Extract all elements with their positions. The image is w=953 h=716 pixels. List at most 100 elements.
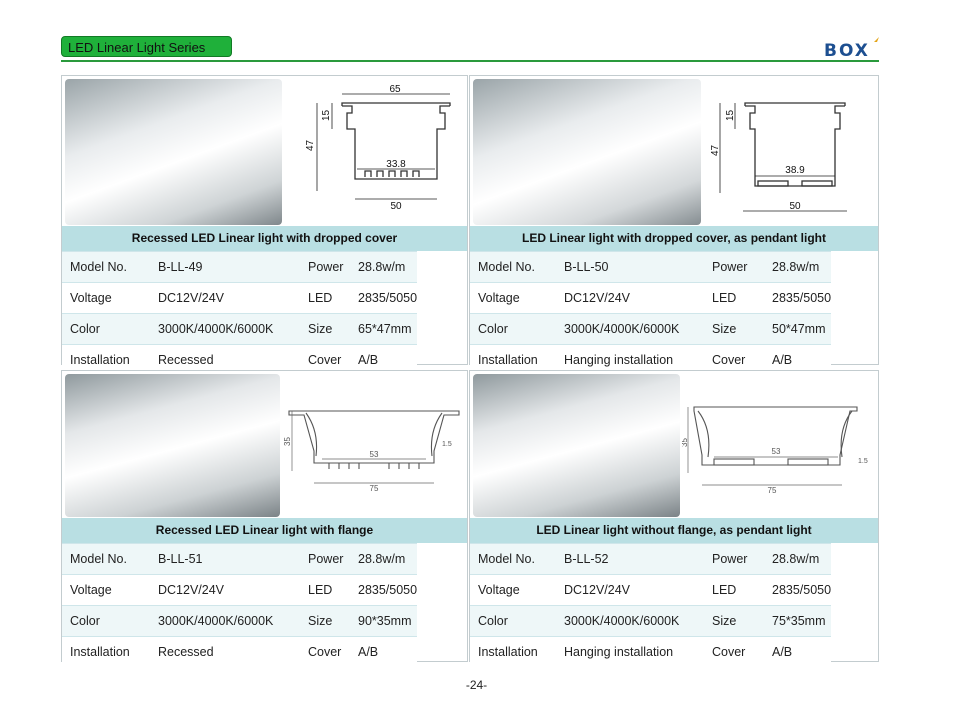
spec-label: Size: [300, 313, 350, 345]
spec-value: 3000K/4000K/6000K: [556, 313, 704, 345]
spec-label: Cover: [704, 344, 764, 375]
spec-value: 2835/5050: [764, 282, 832, 314]
spec-value: 65*47mm: [350, 313, 418, 345]
svg-text:47: 47: [305, 139, 316, 151]
product-photo-ll52: [473, 374, 680, 517]
spec-label: Model No.: [470, 251, 556, 283]
spec-label: Voltage: [62, 574, 150, 606]
product-panel-ll52: 53 75 1.5 35 LED Linear light without fl…: [469, 370, 879, 667]
svg-text:65: 65: [389, 84, 401, 95]
product-panel-ll51: 53 75 1.5 35 Recessed LED Linear light w…: [61, 370, 468, 667]
spec-label: Color: [62, 313, 150, 345]
svg-text:50: 50: [390, 201, 402, 212]
product-panel-ll49: 65 33.8 50 47 15 Recessed LED Linear lig…: [61, 75, 468, 375]
spec-label: Voltage: [470, 282, 556, 314]
spec-label: Color: [470, 313, 556, 345]
box-logo: BOX: [824, 37, 879, 60]
spec-label: Voltage: [470, 574, 556, 606]
product-photo-ll50: [473, 79, 701, 225]
spec-label: Cover: [300, 636, 350, 667]
spec-value: B-LL-51: [150, 543, 300, 575]
spec-value: DC12V/24V: [150, 282, 300, 314]
spec-value: DC12V/24V: [556, 282, 704, 314]
svg-text:53: 53: [370, 450, 379, 459]
spec-label: Size: [300, 605, 350, 637]
header-divider: [61, 60, 879, 62]
spec-label: LED: [300, 574, 350, 606]
spec-value: 28.8w/m: [350, 251, 418, 283]
spec-value: B-LL-50: [556, 251, 704, 283]
svg-text:35: 35: [284, 437, 292, 446]
spec-value: 3000K/4000K/6000K: [150, 313, 300, 345]
profile-drawing-ll51: 53 75 1.5 35: [284, 410, 460, 493]
page-number: -24-: [465, 678, 488, 692]
profile-drawing-ll52: 53 75 1.5 35: [682, 406, 868, 495]
series-title-tab: LED Linear Light Series: [61, 36, 232, 57]
spec-label: Color: [470, 605, 556, 637]
product-caption: LED Linear light without flange, as pend…: [470, 518, 878, 543]
spec-value: A/B: [764, 636, 832, 667]
spec-label: Power: [300, 543, 350, 575]
spec-value: DC12V/24V: [556, 574, 704, 606]
spec-label: LED: [704, 574, 764, 606]
product-photo-ll51: [65, 374, 280, 517]
svg-text:75: 75: [768, 486, 777, 495]
spec-value: A/B: [350, 344, 418, 375]
spec-label: Cover: [704, 636, 764, 667]
spec-value: Recessed: [150, 636, 300, 667]
spec-value: 28.8w/m: [764, 251, 832, 283]
spec-value: 3000K/4000K/6000K: [150, 605, 300, 637]
spec-label: Installation: [470, 344, 556, 375]
spec-value: 90*35mm: [350, 605, 418, 637]
spec-label: Model No.: [470, 543, 556, 575]
spec-label: Size: [704, 605, 764, 637]
spec-value: 2835/5050: [764, 574, 832, 606]
spec-label: Size: [704, 313, 764, 345]
profile-drawing-ll50: 38.9 50 47 15: [710, 102, 847, 212]
spec-value: Hanging installation: [556, 344, 704, 375]
spec-value: B-LL-49: [150, 251, 300, 283]
spec-label: Model No.: [62, 543, 150, 575]
spec-label: Installation: [470, 636, 556, 667]
svg-text:38.9: 38.9: [785, 165, 805, 176]
svg-text:15: 15: [321, 109, 332, 121]
spec-value: 3000K/4000K/6000K: [556, 605, 704, 637]
svg-text:50: 50: [789, 201, 801, 212]
svg-text:35: 35: [682, 438, 689, 447]
spec-label: Cover: [300, 344, 350, 375]
svg-text:15: 15: [725, 109, 736, 121]
svg-text:BOX: BOX: [824, 41, 870, 60]
svg-text:1.5: 1.5: [858, 458, 868, 465]
spec-label: Color: [62, 605, 150, 637]
svg-text:1.5: 1.5: [442, 441, 452, 448]
spec-value: B-LL-52: [556, 543, 704, 575]
spec-value: 28.8w/m: [764, 543, 832, 575]
product-caption: Recessed LED Linear light with dropped c…: [62, 226, 467, 251]
spec-value: Recessed: [150, 344, 300, 375]
spec-label: LED: [704, 282, 764, 314]
spec-label: Power: [704, 543, 764, 575]
spec-label: Power: [704, 251, 764, 283]
spec-label: LED: [300, 282, 350, 314]
product-caption: LED Linear light with dropped cover, as …: [470, 226, 878, 251]
spec-value: A/B: [350, 636, 418, 667]
spec-label: Voltage: [62, 282, 150, 314]
product-caption: Recessed LED Linear light with flange: [62, 518, 467, 543]
spec-value: 75*35mm: [764, 605, 832, 637]
spec-label: Power: [300, 251, 350, 283]
